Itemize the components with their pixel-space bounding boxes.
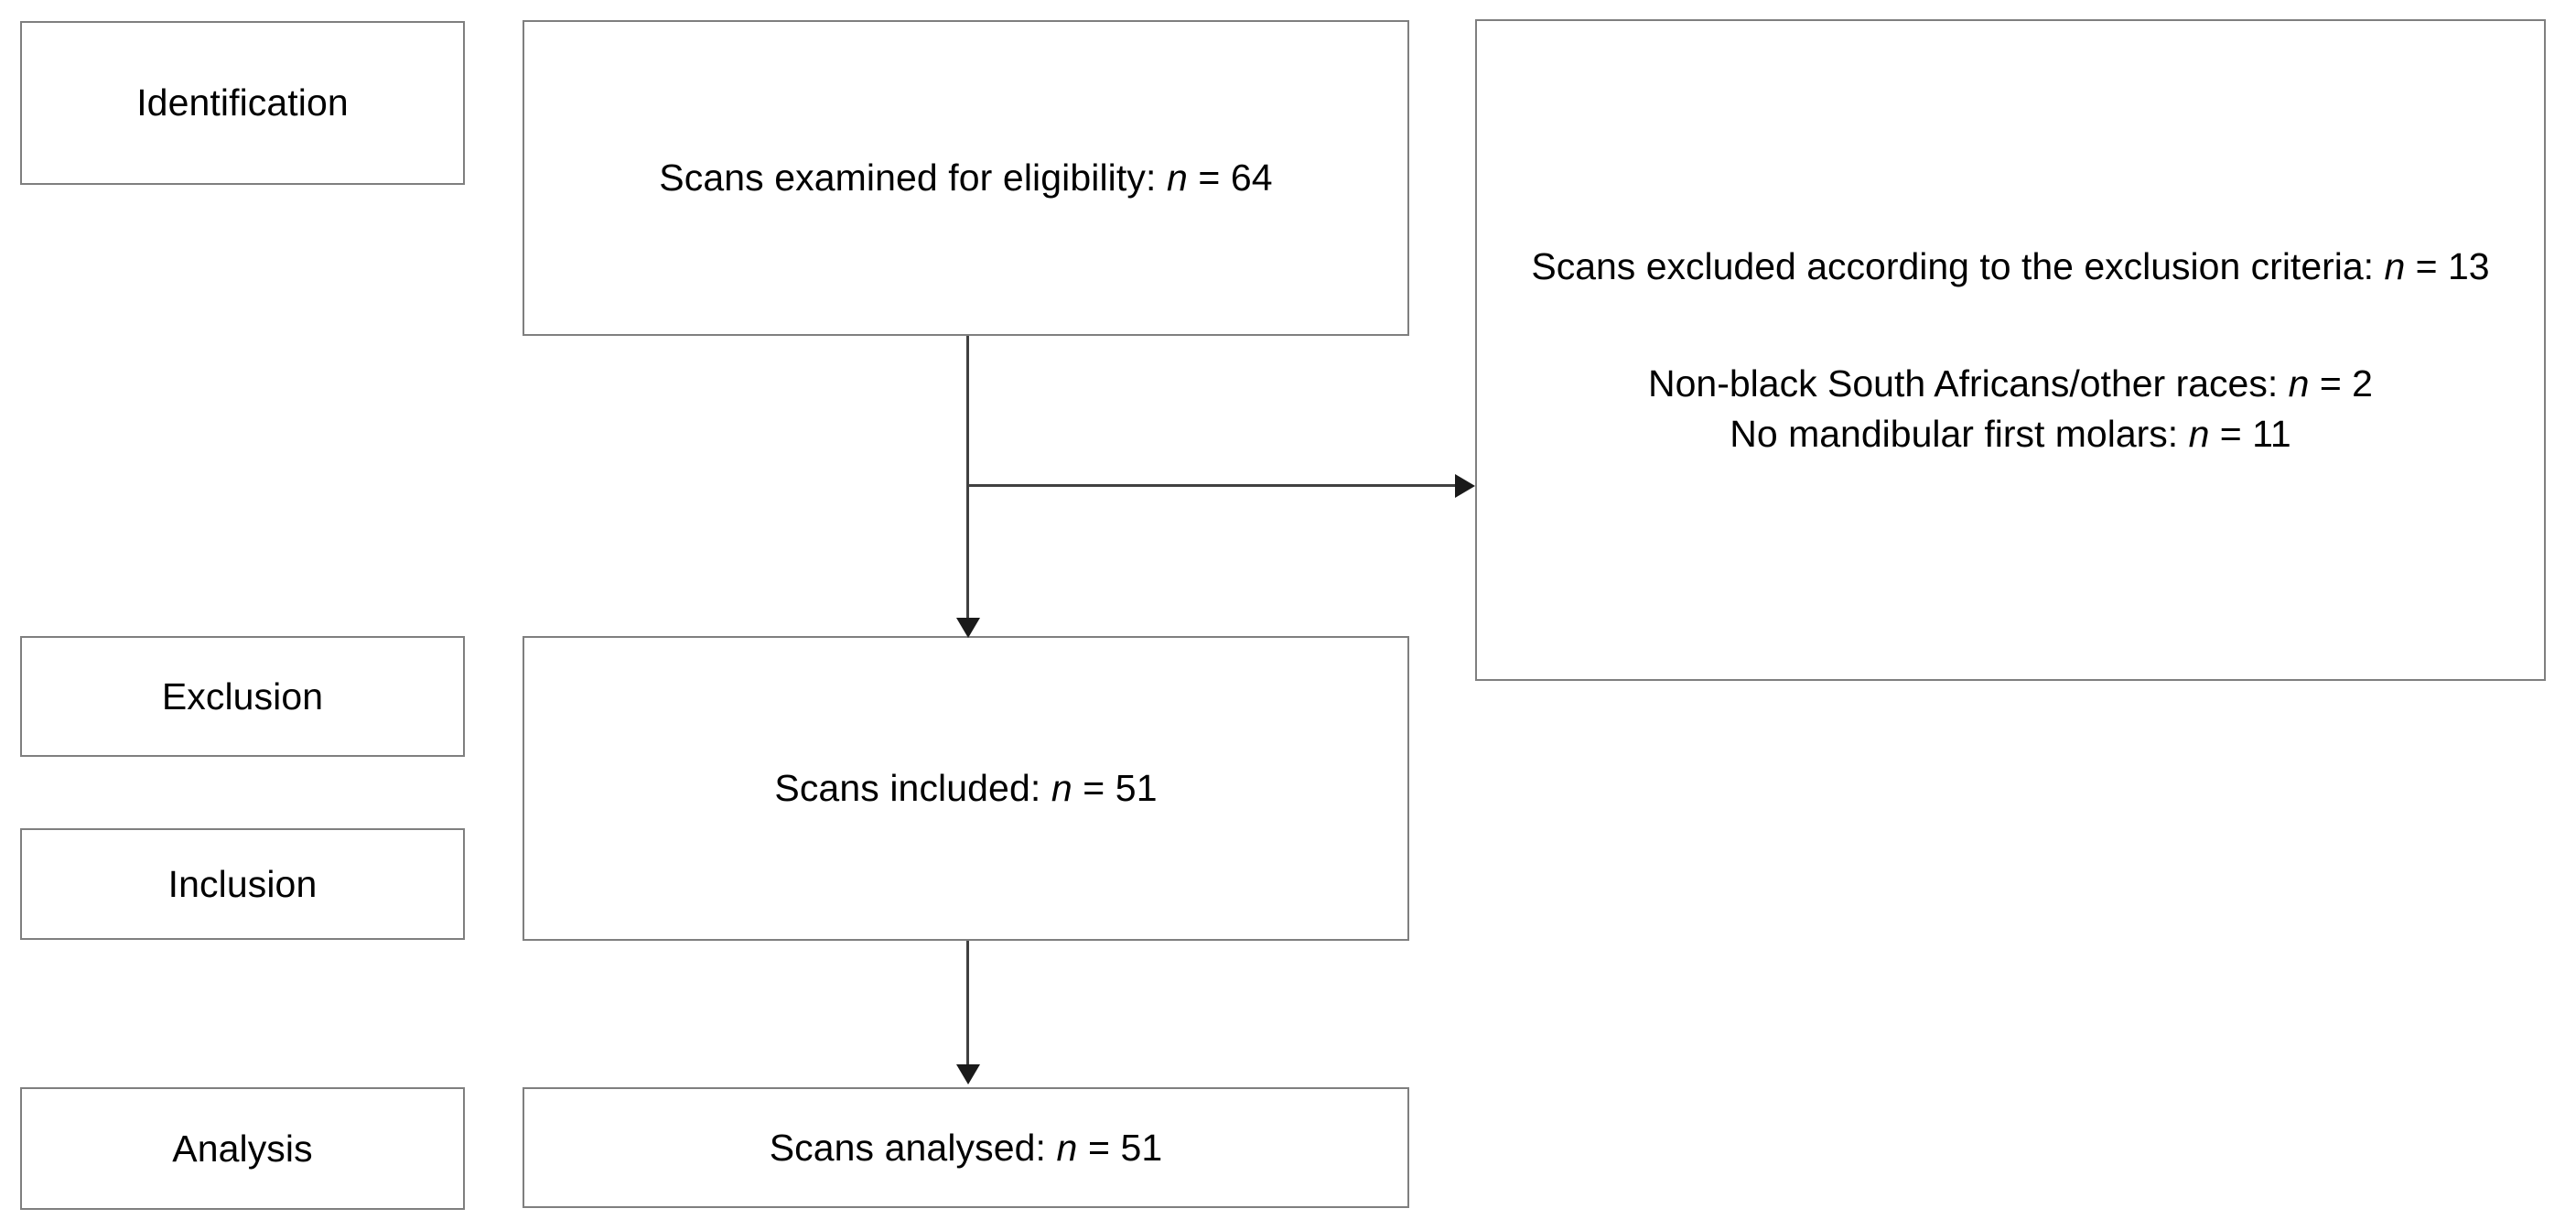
excluded-reason-race-line: Non-black South Africans/other races: n … [1515, 359, 2506, 409]
scans-analysed-suffix: = 51 [1077, 1126, 1163, 1169]
stage-label-exclusion: Exclusion [161, 674, 324, 718]
stage-box-exclusion: Exclusion [20, 636, 465, 757]
excluded-reason-race-n-symbol: n [2288, 362, 2310, 405]
excluded-criteria-prefix: Scans excluded according to the exclusio… [1531, 244, 2385, 287]
flow-box-scans-included: Scans included: n = 51 [523, 636, 1409, 941]
scans-examined-prefix: Scans examined for eligibility: [659, 156, 1167, 200]
scans-included-prefix: Scans included: [774, 767, 1051, 810]
scans-examined-n-symbol: n [1166, 156, 1188, 200]
scans-included-text: Scans included: n = 51 [774, 763, 1157, 813]
excluded-criteria-n-symbol: n [2384, 244, 2406, 287]
arrowhead-down-to-analysed [956, 1064, 980, 1084]
excluded-reason-molars-n-symbol: n [2188, 412, 2210, 455]
excluded-criteria-suffix: = 13 [2405, 244, 2490, 287]
scans-excluded-content: Scans excluded according to the exclusio… [1515, 242, 2506, 459]
excluded-reason-molars-line: No mandibular first molars: n = 11 [1515, 409, 2506, 459]
flow-box-scans-excluded: Scans excluded according to the exclusio… [1475, 19, 2546, 681]
stage-box-analysis: Analysis [20, 1087, 465, 1210]
scans-examined-text: Scans examined for eligibility: n = 64 [659, 153, 1272, 202]
connector-included-to-analysed [966, 941, 969, 1067]
connector-examined-to-included [966, 336, 969, 622]
scans-included-n-symbol: n [1051, 767, 1072, 810]
connector-examined-to-excluded [966, 484, 1456, 487]
stage-label-inclusion: Inclusion [167, 862, 318, 905]
excluded-reason-molars-prefix: No mandibular first molars: [1730, 412, 2189, 455]
excluded-criteria-line: Scans excluded according to the exclusio… [1515, 242, 2506, 292]
excluded-reason-race-prefix: Non-black South Africans/other races: [1648, 362, 2289, 405]
scans-analysed-prefix: Scans analysed: [769, 1126, 1057, 1169]
stage-box-inclusion: Inclusion [20, 828, 465, 940]
scans-examined-suffix: = 64 [1187, 156, 1273, 200]
stage-label-identification: Identification [136, 81, 349, 124]
flow-box-scans-analysed: Scans analysed: n = 51 [523, 1087, 1409, 1208]
scans-included-suffix: = 51 [1072, 767, 1158, 810]
scans-analysed-text: Scans analysed: n = 51 [770, 1123, 1163, 1172]
arrowhead-right-to-excluded [1455, 474, 1475, 498]
arrowhead-down-to-included [956, 618, 980, 638]
excluded-reason-race-suffix: = 2 [2309, 362, 2373, 405]
excluded-reason-molars-suffix: = 11 [2209, 412, 2291, 455]
flow-box-scans-examined: Scans examined for eligibility: n = 64 [523, 20, 1409, 336]
stage-box-identification: Identification [20, 21, 465, 185]
stage-label-analysis: Analysis [172, 1127, 313, 1170]
scans-analysed-n-symbol: n [1056, 1126, 1078, 1169]
